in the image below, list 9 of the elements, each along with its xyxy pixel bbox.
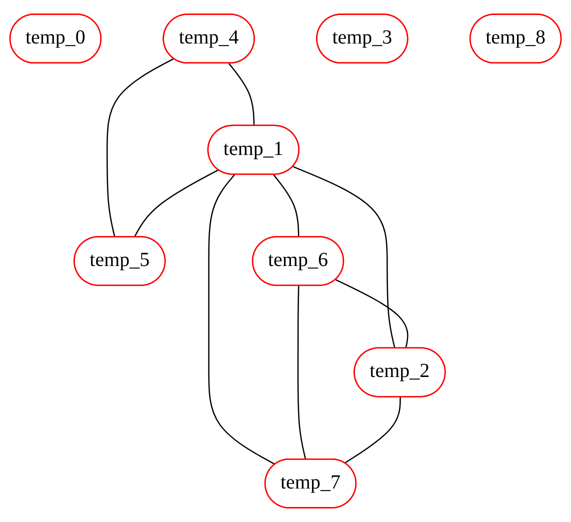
connector — [344, 397, 401, 464]
connector — [297, 286, 306, 460]
connector — [134, 169, 219, 238]
connector — [228, 63, 255, 126]
connector — [106, 58, 174, 238]
connector — [336, 279, 408, 349]
connector — [208, 174, 276, 466]
connector — [293, 166, 396, 349]
connector — [273, 174, 300, 238]
